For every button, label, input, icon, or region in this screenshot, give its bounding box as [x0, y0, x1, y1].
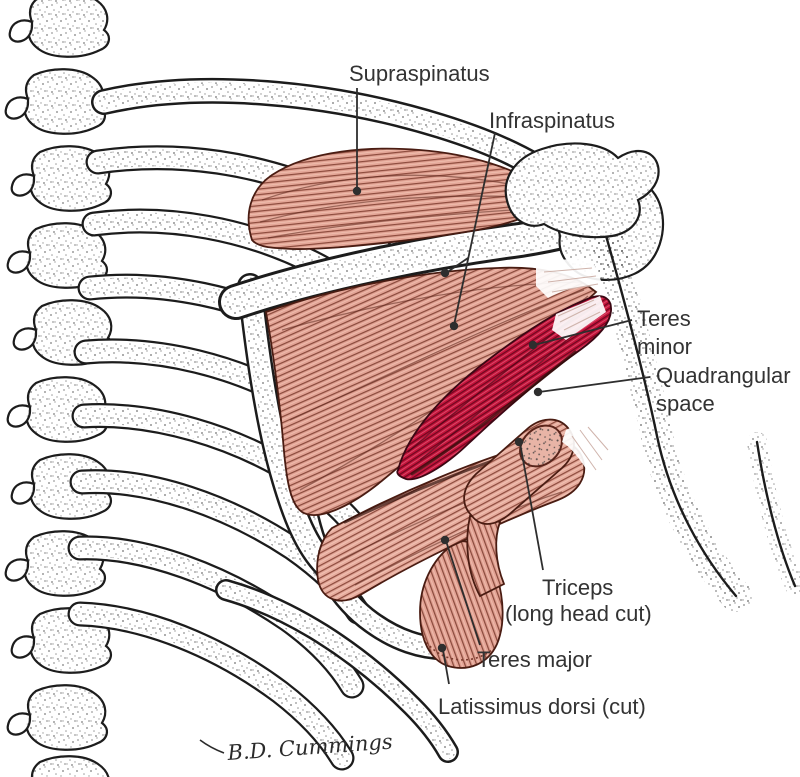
label-quadrangular-line1: Quadrangular	[656, 363, 791, 388]
triceps-tendon	[562, 424, 612, 478]
label-latissimus-dorsi: Latissimus dorsi (cut)	[438, 694, 646, 719]
triceps-cut-face	[519, 424, 563, 468]
leader-teres-major	[440, 535, 481, 646]
label-teres-minor-line1: Teres	[637, 306, 691, 331]
label-triceps-line2: (long head cut)	[505, 601, 652, 626]
vertebral-column	[4, 0, 115, 777]
signature-flourish	[199, 739, 225, 754]
leader-latissimus	[437, 643, 450, 685]
acromion-bone	[504, 142, 660, 239]
artist-signature: B.D. Cummings	[226, 729, 394, 765]
leader-triceps	[514, 437, 544, 571]
label-teres-minor-line2: minor	[637, 334, 692, 359]
label-infraspinatus: Infraspinatus	[489, 108, 615, 133]
muscle-layer	[247, 142, 660, 669]
leader-infraspinatus	[440, 132, 496, 331]
label-quadrangular-line2: space	[656, 391, 715, 416]
supraspinatus-muscle	[247, 147, 558, 250]
leader-teres-minor	[528, 319, 633, 350]
triceps-long-head-muscle	[463, 418, 612, 598]
teres-minor-muscle	[396, 295, 612, 481]
label-triceps-line1: Triceps	[542, 575, 613, 600]
label-supraspinatus: Supraspinatus	[349, 61, 490, 86]
leader-supraspinatus	[352, 88, 362, 196]
label-teres-major: Teres major	[477, 647, 592, 672]
leader-quadrangular-space	[533, 376, 651, 397]
